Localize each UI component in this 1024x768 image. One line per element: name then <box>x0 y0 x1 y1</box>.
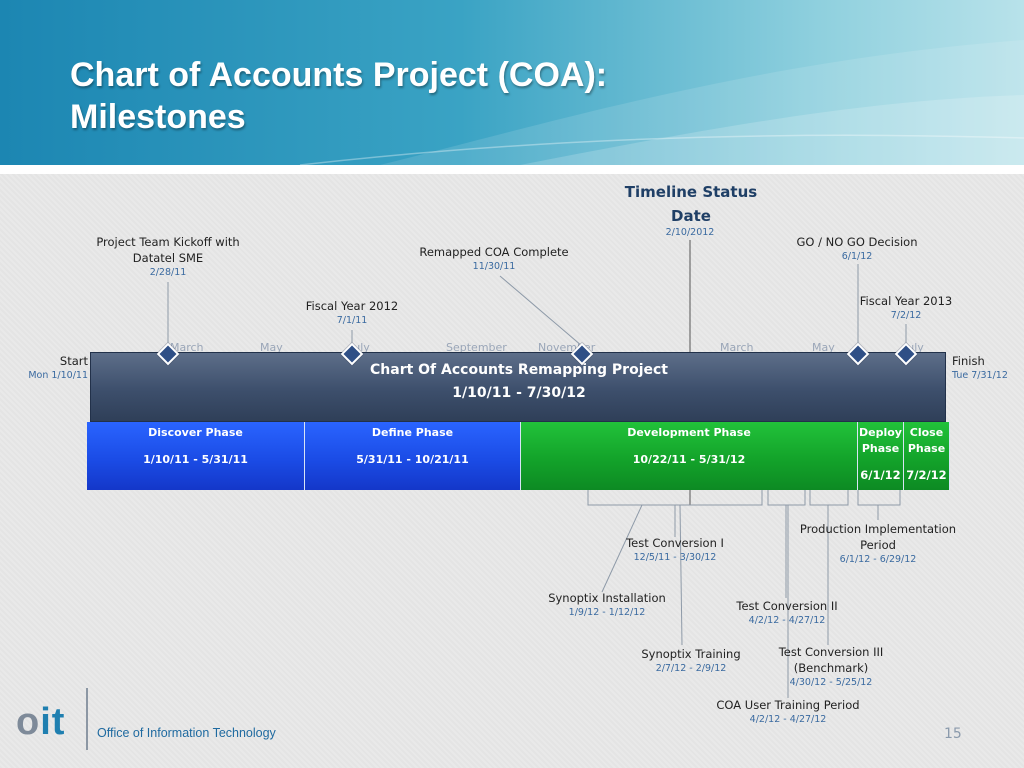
task-conv1-line1: Test Conversion I <box>626 536 724 550</box>
timescale-month: May <box>260 341 283 354</box>
phase-dates: 10/22/11 - 5/31/12 <box>632 453 746 466</box>
milestone-kickoff-date: 2/28/11 <box>149 267 187 278</box>
task-synoptix-training-dates: 2/7/12 - 2/9/12 <box>655 663 727 674</box>
milestone-kickoff-line1: Project Team Kickoff with <box>96 235 240 249</box>
task-conv3-line1: Test Conversion III <box>778 645 884 659</box>
timescale-month: May <box>812 341 835 354</box>
task-production-line1: Production Implementation <box>799 522 957 536</box>
phase-name-line2: Phase <box>861 442 900 455</box>
finish-marker: Finish Tue 7/31/12 <box>952 353 1018 382</box>
task-synoptix-install-label: Synoptix Installation 1/9/12 - 1/12/12 <box>532 590 682 619</box>
phase-dates: 5/31/11 - 10/21/11 <box>356 453 469 466</box>
task-conv3-dates: 4/30/12 - 5/25/12 <box>789 677 873 688</box>
milestone-kickoff-line2: Datatel SME <box>132 251 204 265</box>
phase-close[interactable]: Close Phase 7/2/12 <box>904 422 950 490</box>
task-coa-training-dates: 4/2/12 - 4/27/12 <box>749 714 827 725</box>
timescale-month: September <box>446 341 507 354</box>
timescale-month: March <box>720 341 754 354</box>
page-number: 15 <box>944 726 962 742</box>
status-title-line2: Date <box>671 207 711 225</box>
milestone-fy2012-line1: Fiscal Year 2012 <box>305 299 399 313</box>
task-production-dates: 6/1/12 - 6/29/12 <box>839 554 917 565</box>
phase-dates: 1/10/11 - 5/31/11 <box>143 453 248 466</box>
slide-title: Chart of Accounts Project (COA): Milesto… <box>70 54 607 138</box>
milestone-gonogo-line1: GO / NO GO Decision <box>796 235 918 249</box>
slide-title-line2: Milestones <box>70 98 246 136</box>
milestone-gonogo-date: 6/1/12 <box>841 251 873 262</box>
phase-name: Development Phase <box>627 426 751 439</box>
footer-org-name: Office of Information Technology <box>97 726 276 740</box>
milestone-fy2013-date: 7/2/12 <box>890 310 922 321</box>
milestone-fy2012-label: Fiscal Year 2012 7/1/11 <box>292 298 412 327</box>
phase-dates: 7/2/12 <box>906 468 947 482</box>
start-label: Start <box>59 354 88 368</box>
task-conv3-label: Test Conversion III (Benchmark) 4/30/12 … <box>756 644 906 689</box>
oit-logo-it: it <box>40 701 66 743</box>
task-conv3-line2: (Benchmark) <box>793 661 869 675</box>
milestone-gonogo-label: GO / NO GO Decision 6/1/12 <box>782 234 932 263</box>
phase-name: Deploy Phase <box>858 425 903 457</box>
task-synoptix-install-dates: 1/9/12 - 1/12/12 <box>568 607 646 618</box>
status-date-title: Timeline Status Date <box>620 180 762 228</box>
task-synoptix-training-line1: Synoptix Training <box>641 647 741 661</box>
task-production-line2: Period <box>860 538 896 552</box>
phase-name-line1: Close <box>909 426 944 439</box>
milestone-kickoff-label: Project Team Kickoff with Datatel SME 2/… <box>78 234 258 279</box>
status-title-line1: Timeline Status <box>624 183 758 201</box>
phase-deploy[interactable]: Deploy Phase 6/1/12 <box>858 422 904 490</box>
phase-name: Define Phase <box>371 426 454 439</box>
phase-name: Discover Phase <box>148 426 243 439</box>
finish-date: Tue 7/31/12 <box>952 370 1008 381</box>
phase-discover[interactable]: Discover Phase 1/10/11 - 5/31/11 <box>87 422 305 490</box>
header-swoosh <box>299 40 1024 165</box>
task-conv1-dates: 12/5/11 - 3/30/12 <box>633 552 717 563</box>
phase-define[interactable]: Define Phase 5/31/11 - 10/21/11 <box>305 422 521 490</box>
phase-dates: 6/1/12 <box>860 468 901 482</box>
header-rule <box>0 165 1024 174</box>
start-marker: Start Mon 1/10/11 <box>22 353 88 382</box>
task-synoptix-install-line1: Synoptix Installation <box>548 591 666 605</box>
milestone-fy2013-line1: Fiscal Year 2013 <box>859 294 953 308</box>
milestone-remapped-date: 11/30/11 <box>472 261 516 272</box>
milestone-fy2013-label: Fiscal Year 2013 7/2/12 <box>846 293 966 322</box>
phase-name: Close Phase <box>904 425 949 457</box>
summary-task-bar[interactable]: Chart Of Accounts Remapping Project 1/10… <box>90 352 946 422</box>
summary-task-dates: 1/10/11 - 7/30/12 <box>452 385 586 401</box>
task-conv1-label: Test Conversion I 12/5/11 - 3/30/12 <box>600 535 750 564</box>
task-conv2-line1: Test Conversion II <box>736 599 838 613</box>
task-conv2-label: Test Conversion II 4/2/12 - 4/27/12 <box>712 598 862 627</box>
slide-header: Chart of Accounts Project (COA): Milesto… <box>0 0 1024 165</box>
oit-logo-o: o <box>16 701 41 743</box>
phase-development[interactable]: Development Phase 10/22/11 - 5/31/12 <box>521 422 858 490</box>
oit-logo: oit <box>16 702 65 742</box>
slide-title-line1: Chart of Accounts Project (COA): <box>70 56 608 94</box>
milestone-fy2012-date: 7/1/11 <box>336 315 368 326</box>
finish-label: Finish <box>952 354 985 368</box>
summary-task-name: Chart Of Accounts Remapping Project <box>370 362 668 378</box>
phase-name-line1: Deploy <box>859 426 902 439</box>
phase-name-line2: Phase <box>907 442 946 455</box>
task-coa-training-line1: COA User Training Period <box>716 698 860 712</box>
milestone-remapped-label: Remapped COA Complete 11/30/11 <box>404 244 584 273</box>
milestone-remapped-line1: Remapped COA Complete <box>419 245 569 259</box>
start-date: Mon 1/10/11 <box>28 370 88 381</box>
task-coa-training-label: COA User Training Period 4/2/12 - 4/27/1… <box>698 697 878 726</box>
task-conv2-dates: 4/2/12 - 4/27/12 <box>748 615 826 626</box>
status-date-value: 2/10/2012 <box>665 227 715 238</box>
timescale-month: March <box>170 341 204 354</box>
task-production-label: Production Implementation Period 6/1/12 … <box>788 521 968 566</box>
footer-divider <box>86 688 88 750</box>
task-synoptix-training-label: Synoptix Training 2/7/12 - 2/9/12 <box>616 646 766 675</box>
